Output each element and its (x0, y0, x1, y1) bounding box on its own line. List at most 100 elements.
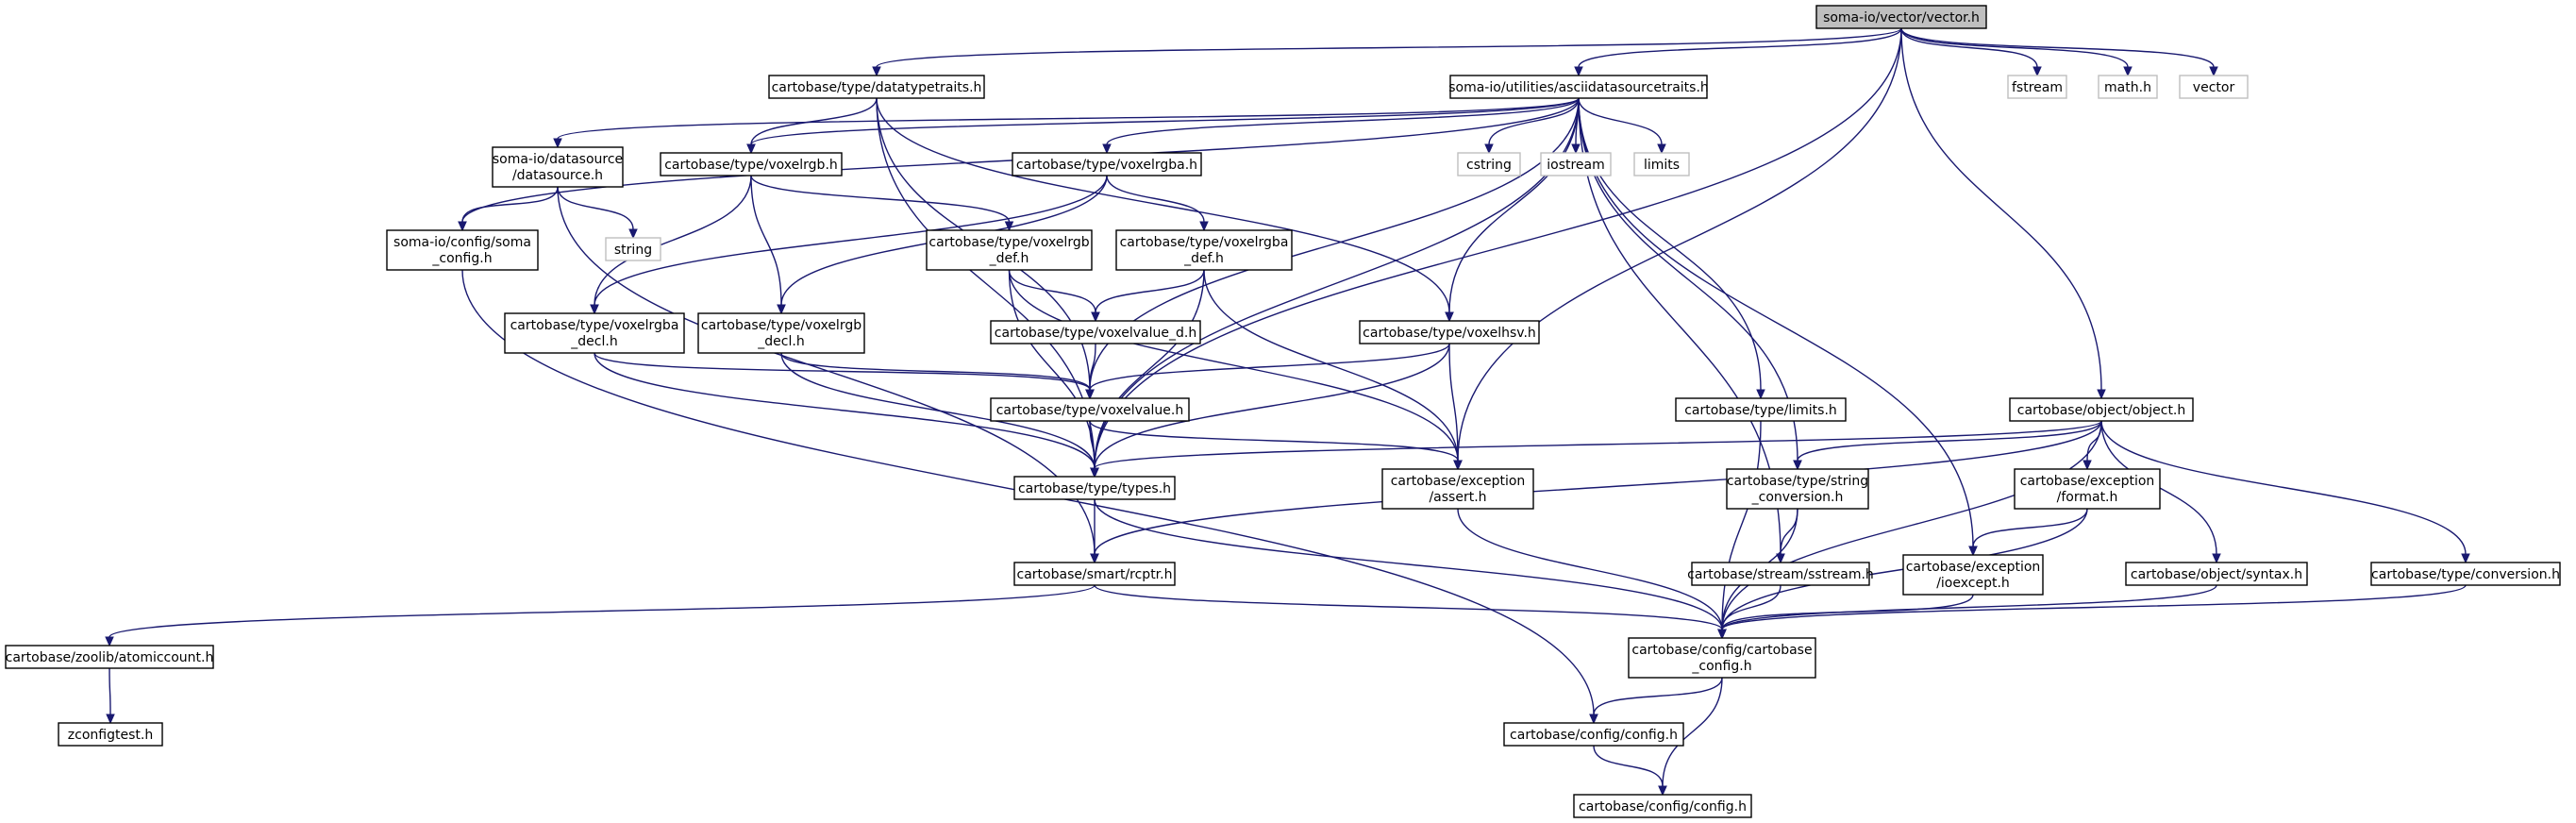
node-box-types[interactable] (1013, 476, 1176, 500)
node-box-voxelrgb[interactable] (660, 152, 843, 176)
node-voxelrgba_decl[interactable]: cartobase/type/voxelrgba_decl.h (504, 312, 685, 354)
edge-arrowhead-asciidst-to-limits_h (1756, 389, 1765, 400)
node-box-voxelvalue[interactable] (990, 397, 1190, 422)
node-box-vector (2179, 75, 2249, 99)
node-root[interactable]: soma-io/vector/vector.h (1815, 5, 1987, 29)
node-string: string (605, 237, 661, 261)
node-label-voxelrgb_def-line-0: cartobase/type/voxelrgb (928, 235, 1089, 250)
node-voxelvalue[interactable]: cartobase/type/voxelvalue.h (990, 397, 1190, 422)
node-sstream[interactable]: cartobase/stream/sstream.h (1687, 562, 1874, 586)
node-label-cartobase_config-line-0: cartobase/config/cartobase (1631, 643, 1812, 658)
node-box-conversion[interactable] (2370, 562, 2561, 586)
node-box-datasource[interactable] (492, 146, 624, 188)
node-voxelrgb_decl[interactable]: cartobase/type/voxelrgb_decl.h (697, 312, 865, 354)
edge-voxelrgba_def-to-assert (1203, 269, 1459, 462)
edge-voxelvalue_d-to-voxelvalue (1089, 343, 1096, 391)
node-box-config_h2[interactable] (1573, 794, 1752, 818)
node-label-types-line-0: cartobase/type/types.h (1018, 481, 1171, 496)
edge-root-to-asciidst (1578, 27, 1902, 68)
node-config_h[interactable]: cartobase/config/config.h (1503, 722, 1684, 747)
node-somaconfig[interactable]: soma-io/config/soma_config.h (386, 229, 539, 271)
node-atomiccount[interactable]: cartobase/zoolib/atomiccount.h (5, 645, 214, 669)
node-voxelvalue_d[interactable]: cartobase/type/voxelvalue_d.h (990, 320, 1201, 344)
edge-voxelrgb-to-voxelrgb_decl (750, 175, 782, 306)
node-assert[interactable]: cartobase/exception/assert.h (1381, 468, 1534, 510)
node-types[interactable]: cartobase/type/types.h (1013, 476, 1176, 500)
node-label-cstring-line-0: cstring (1466, 158, 1512, 173)
node-string_conv[interactable]: cartobase/type/string_conversion.h (1726, 468, 1869, 510)
node-config_h2[interactable]: cartobase/config/config.h (1573, 794, 1752, 818)
node-cstring: cstring (1457, 152, 1521, 176)
node-voxelrgb[interactable]: cartobase/type/voxelrgb.h (660, 152, 843, 176)
node-label-format-line-1: /format.h (2057, 490, 2118, 505)
node-voxelrgb_def[interactable]: cartobase/type/voxelrgb_def.h (926, 229, 1093, 271)
node-box-limits_h[interactable] (1675, 397, 1847, 422)
node-box-object[interactable] (2009, 397, 2194, 422)
node-box-datatypetraits[interactable] (768, 75, 985, 99)
node-label-rcptr-line-0: cartobase/smart/rcptr.h (1017, 567, 1173, 582)
node-box-string_conv[interactable] (1726, 468, 1869, 510)
edge-datatypetraits-to-voxelrgb (750, 97, 878, 145)
edge-arrowhead-conversion-to-cartobase_config (1717, 629, 1727, 640)
edge-voxelrgb-to-voxelrgb_def (750, 175, 1011, 223)
node-box-atomiccount[interactable] (5, 645, 214, 669)
node-voxelrgba_def[interactable]: cartobase/type/voxelrgba_def.h (1115, 229, 1293, 271)
node-asciidst[interactable]: soma-io/utilities/asciidatasourcetraits.… (1448, 75, 1709, 99)
node-box-cartobase_config[interactable] (1628, 637, 1816, 679)
edge-arrowhead-root-to-fstream (2032, 66, 2042, 77)
edge-root-to-math (1900, 27, 2129, 68)
edge-limits_h-to-cartobase_config (1721, 420, 1762, 630)
edge-root-to-datatypetraits (876, 27, 1902, 68)
node-cartobase_config[interactable]: cartobase/config/cartobase_config.h (1628, 637, 1816, 679)
node-label-voxelrgba_decl-line-1: _decl.h (570, 334, 617, 349)
node-box-asciidst[interactable] (1449, 75, 1708, 99)
node-format[interactable]: cartobase/exception/format.h (2014, 468, 2161, 510)
node-box-assert[interactable] (1381, 468, 1534, 510)
edge-arrowhead-object-to-types (1090, 467, 1099, 479)
node-box-rcptr[interactable] (1013, 562, 1176, 586)
node-label-format-line-0: cartobase/exception (2020, 474, 2155, 489)
edge-voxelrgb_def-to-voxelvalue_d (1008, 269, 1096, 313)
node-box-voxelhsv[interactable] (1359, 320, 1540, 344)
node-voxelhsv[interactable]: cartobase/type/voxelhsv.h (1359, 320, 1540, 344)
node-box-config_h[interactable] (1503, 722, 1684, 747)
node-box-voxelrgb_def[interactable] (926, 229, 1093, 271)
node-box-somaconfig[interactable] (386, 229, 539, 271)
node-label-vector-line-0: vector (2193, 80, 2235, 95)
node-object[interactable]: cartobase/object/object.h (2009, 397, 2194, 422)
node-box-ioexcept[interactable] (1902, 554, 2044, 596)
node-datasource[interactable]: soma-io/datasource/datasource.h (492, 146, 624, 188)
edge-arrowhead-object-to-conversion (2461, 553, 2470, 564)
node-voxelrgba[interactable]: cartobase/type/voxelrgba.h (1012, 152, 1202, 176)
node-box-voxelrgba_decl[interactable] (504, 312, 685, 354)
node-box-voxelrgba_def[interactable] (1115, 229, 1293, 271)
node-label-voxelrgb_def-line-1: _def.h (989, 251, 1029, 266)
edge-assert-to-cartobase_config (1457, 508, 1723, 630)
edge-arrowhead-cartobase_config-to-config_h (1589, 714, 1598, 725)
node-box-voxelvalue_d[interactable] (990, 320, 1201, 344)
node-box-zconfigtest[interactable] (58, 722, 163, 747)
node-vector: vector (2179, 75, 2249, 99)
node-limits_h[interactable]: cartobase/type/limits.h (1675, 397, 1847, 422)
node-label-datasource-line-0: soma-io/datasource (493, 152, 623, 167)
node-conversion[interactable]: cartobase/type/conversion.h (2370, 562, 2561, 586)
edge-object-to-cartobase_config (1721, 420, 2102, 630)
node-label-string_conv-line-1: _conversion.h (1751, 490, 1844, 505)
node-box-format[interactable] (2014, 468, 2161, 510)
edge-voxelrgba-to-voxelrgba_decl (594, 175, 1108, 306)
node-box-root[interactable] (1815, 5, 1987, 29)
node-syntax[interactable]: cartobase/object/syntax.h (2125, 562, 2308, 586)
node-ioexcept[interactable]: cartobase/exception/ioexcept.h (1902, 554, 2044, 596)
node-datatypetraits[interactable]: cartobase/type/datatypetraits.h (768, 75, 985, 99)
node-box-voxelrgb_decl[interactable] (697, 312, 865, 354)
node-rcptr[interactable]: cartobase/smart/rcptr.h (1013, 562, 1176, 586)
node-label-root-line-0: soma-io/vector/vector.h (1823, 10, 1980, 25)
edge-arrowhead-rcptr-to-atomiccount (105, 636, 114, 647)
node-box-voxelrgba[interactable] (1012, 152, 1202, 176)
node-box-sstream[interactable] (1691, 562, 1870, 586)
node-label-assert-line-0: cartobase/exception (1391, 474, 1526, 489)
node-box-syntax[interactable] (2125, 562, 2308, 586)
node-label-voxelrgb_decl-line-1: _decl.h (757, 334, 804, 349)
node-zconfigtest[interactable]: zconfigtest.h (58, 722, 163, 747)
node-label-sstream-line-0: cartobase/stream/sstream.h (1687, 567, 1874, 582)
